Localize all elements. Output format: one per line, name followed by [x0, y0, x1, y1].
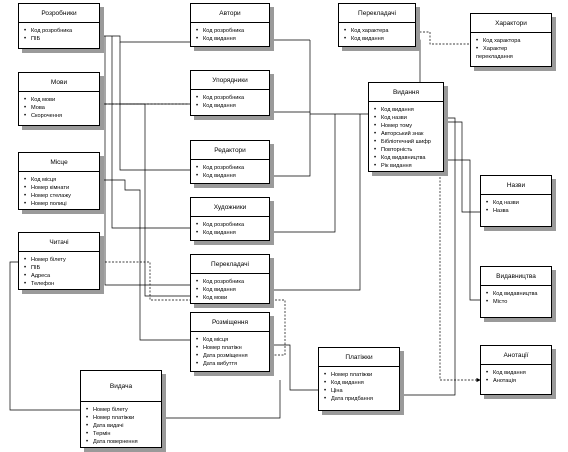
entity-field: Скорочення [24, 112, 99, 120]
entity-places: Місце Код місцяНомер кімнатиНомер стелаж… [18, 152, 100, 210]
entity-title: Місце [19, 153, 99, 172]
entity-field: Код видавництва [374, 154, 443, 162]
entity-title: Упорядники [191, 71, 269, 90]
entity-field: Код видавництва [486, 290, 551, 298]
entity-field: Телефон [24, 280, 99, 288]
entity-title: Читачі [19, 233, 99, 252]
entity-field: Авторський знак [374, 130, 443, 138]
entity-publications: Видання Код видання Код назви Номер тому… [368, 82, 444, 172]
entity-title: Автори [191, 4, 269, 23]
entity-field: Код розробника [196, 221, 269, 229]
entity-field: Код видання [324, 379, 399, 387]
entity-developers: Розробники Код розробникаПІБ [18, 3, 100, 49]
entity-field: Характер перекладання [476, 45, 542, 61]
entity-field: Код місця [196, 336, 269, 344]
entity-readers: Читачі Номер білетуПІБАдресаТелефон [18, 232, 100, 290]
entity-field: Код розробника [196, 164, 269, 172]
entity-title: Перекладачі [339, 4, 415, 23]
entity-field: Місто [486, 298, 551, 306]
entity-editors: Редактори Код розробникаКод видання [190, 140, 270, 184]
entity-field: Бібліотечний шифр [374, 138, 443, 146]
entity-field: Код розробника [196, 278, 269, 286]
entity-field: Код назви [486, 199, 551, 207]
entity-annotations: Анотації Код виданняАнотація [480, 345, 552, 395]
entity-title: Мови [19, 73, 99, 92]
entity-authors: Автори Код розробникаКод видання [190, 3, 270, 47]
entity-field: Код видання [196, 229, 269, 237]
entity-title: Платіжки [319, 348, 399, 367]
entity-field: Номер платіжки [324, 371, 399, 379]
entity-field: Номер полиці [24, 200, 99, 208]
entity-field: Код видання [374, 106, 443, 114]
entity-titles: Назви Код назвиНазва [480, 175, 552, 227]
entity-field: Код видання [344, 35, 415, 43]
entity-field: Код розробника [196, 27, 269, 35]
entity-title: Видавництва [481, 267, 551, 286]
entity-field: Код мови [24, 96, 99, 104]
entity-field: Назва [486, 207, 551, 215]
entity-title: Перекладачі [191, 255, 269, 274]
entity-field: Код видання [486, 369, 551, 377]
entity-field: Код характора [476, 37, 551, 45]
entity-field: Рік видання [374, 162, 443, 170]
entity-field: ПІБ [24, 264, 99, 272]
entity-field: Анотація [486, 377, 551, 385]
entity-field: Код мови [196, 294, 269, 302]
entity-field: Код розробника [24, 27, 99, 35]
entity-field: Дата вибуття [196, 360, 269, 368]
entity-title: Розробники [19, 4, 99, 23]
entity-title: Художники [191, 198, 269, 217]
entity-field: Номер платіжки [86, 414, 161, 422]
entity-field: Номер кімнати [24, 184, 99, 192]
entity-title: Назви [481, 176, 551, 195]
entity-translators-2: Перекладачі Код розробникаКод виданняКод… [190, 254, 270, 304]
entity-field: Дата повернення [86, 438, 161, 446]
entity-publishers: Видавництва Код видавництваМісто [480, 266, 552, 318]
entity-field: Адреса [24, 272, 99, 280]
entity-field: Дата розміщення [196, 352, 269, 360]
entity-field: Код характера [344, 27, 415, 35]
entity-title: Розміщення [191, 313, 269, 332]
entity-placement: Розміщення Код місцяНомер платіжнДата ро… [190, 312, 270, 372]
entity-field: Ціна [324, 387, 399, 395]
entity-field: ПІБ [24, 35, 99, 43]
entity-field: Повторність [374, 146, 443, 154]
entity-field: Номер стелажу [24, 192, 99, 200]
entity-field: Дата придбання [324, 395, 399, 403]
entity-title: Характори [471, 14, 551, 33]
entity-issue: Видача Номер білетуНомер платіжкиДата ви… [80, 370, 162, 448]
entity-field: Код видання [196, 172, 269, 180]
entity-field: Код назви [374, 114, 443, 122]
entity-field: Код видання [196, 102, 269, 110]
entity-field: Номер білету [86, 406, 161, 414]
entity-compilers: Упорядники Код розробникаКод видання [190, 70, 270, 116]
entity-field: Код видання [196, 35, 269, 43]
entity-field: Мова [24, 104, 99, 112]
entity-field: Номер тому [374, 122, 443, 130]
entity-field: Номер платіжн [196, 344, 269, 352]
entity-field: Термін [86, 430, 161, 438]
entity-translators: Перекладачі Код характераКод видання [338, 3, 416, 47]
entity-title: Редактори [191, 141, 269, 160]
entity-characters: Характори Код характораХарактер переклад… [470, 13, 552, 67]
entity-artists: Художники Код розробникаКод видання [190, 197, 270, 241]
entity-field: Номер білету [24, 256, 99, 264]
entity-title: Анотації [481, 346, 551, 365]
entity-field: Код розробника [196, 94, 269, 102]
entity-field: Код місця [24, 176, 99, 184]
entity-title: Видання [369, 83, 443, 102]
entity-payments: Платіжки Номер платіжкиКод виданняЦінаДа… [318, 347, 400, 411]
entity-languages: Мови Код мовиМоваСкорочення [18, 72, 100, 126]
entity-field: Дата видачі [86, 422, 161, 430]
entity-field: Код видання [196, 286, 269, 294]
entity-title: Видача [81, 371, 161, 402]
